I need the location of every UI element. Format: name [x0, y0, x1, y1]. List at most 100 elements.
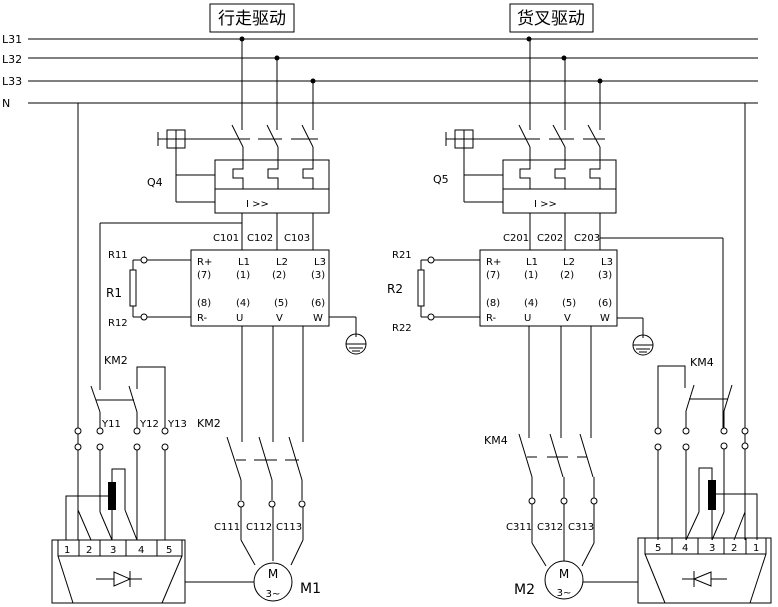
- junction-dot: [561, 55, 567, 61]
- brake-rectifier-2: 5 4 3 2 1: [637, 449, 772, 604]
- motor-label: M2: [514, 582, 535, 598]
- drive-terminal-label: L2: [276, 257, 288, 268]
- braking-resistor-r1: R11 R12 R1: [106, 250, 191, 329]
- drive-terminal-label: W: [313, 313, 323, 324]
- wire-label: C313: [568, 522, 594, 533]
- ground-icon: [345, 333, 367, 355]
- drive-terminal-label: R+: [486, 257, 501, 268]
- brake-coil-icon: [708, 480, 716, 510]
- bus-label-l32: L32: [2, 53, 22, 66]
- inverter-drive-1: R+ L1 L2 L3 (7) (1) (2) (3) (8) (4) (5) …: [190, 249, 330, 327]
- rectifier-terminal-label: 2: [731, 543, 737, 554]
- section-title-box: [209, 3, 295, 33]
- drive-terminal-label: V: [564, 313, 571, 324]
- contactor-label: KM2: [197, 417, 221, 430]
- rectifier-terminal-label: 1: [64, 545, 70, 556]
- drive-terminal-number: (6): [311, 298, 325, 309]
- diode-icon: [682, 571, 727, 587]
- power-bus: L31 L32 L33 N: [2, 33, 758, 110]
- terminal-label: Y13: [167, 419, 187, 430]
- motor-label: M1: [300, 581, 321, 597]
- wire-label: C113: [276, 522, 302, 533]
- rectifier-terminal-label: 3: [110, 545, 116, 556]
- terminal-label: Y11: [101, 419, 121, 430]
- motor-phase: 3~: [266, 589, 281, 600]
- inverter-drive-2: R+ L1 L2 L3 (7) (1) (2) (3) (8) (4) (5) …: [479, 249, 618, 327]
- brake-rectifier-1: 1 2 3 4 5: [51, 450, 254, 604]
- drive-terminal-number: (6): [598, 298, 612, 309]
- drive-terminal-label: U: [524, 313, 531, 324]
- wire-label: C312: [537, 522, 563, 533]
- drive-terminal-number: (2): [272, 270, 286, 281]
- breaker-q5: Q5 I >>: [433, 124, 617, 214]
- contactor-label: KM2: [104, 354, 128, 367]
- wire-label: C103: [284, 233, 310, 244]
- wire-label: C101: [213, 233, 239, 244]
- rectifier-terminal-label: 2: [86, 545, 92, 556]
- drive-terminal-number: (2): [560, 270, 574, 281]
- wire-label: C202: [537, 233, 563, 244]
- drive-terminal-label: W: [600, 313, 610, 324]
- drive-terminal-label: L3: [314, 257, 326, 268]
- drive-terminal-label: R-: [486, 313, 497, 324]
- drive-terminal-label: U: [236, 313, 243, 324]
- contactor-km4-main: KM4 C311 C312 C313: [484, 433, 598, 567]
- rectifier-terminal-label: 5: [655, 543, 661, 554]
- brake-coil-icon: [108, 482, 116, 510]
- junction-dot: [526, 36, 532, 42]
- rectifier-terminal-label: 5: [166, 545, 172, 556]
- braking-resistor-r2: R21 R22 R2: [387, 250, 480, 334]
- drive-terminal-label: V: [276, 313, 283, 324]
- motor-symbol: M: [268, 567, 278, 581]
- section-title: 货叉驱动: [517, 9, 585, 29]
- resistor-terminal-label: R22: [392, 323, 412, 334]
- drive-terminal-label: L3: [601, 257, 613, 268]
- bus-label-l33: L33: [2, 75, 22, 88]
- contactor-label: KM4: [690, 356, 714, 369]
- wire-label: C201: [503, 233, 529, 244]
- drive-terminal-label: L1: [526, 257, 538, 268]
- drive-terminal-number: (7): [486, 270, 500, 281]
- section-fork-drive: 货叉驱动 Q5: [387, 3, 772, 604]
- section-travel-drive: 行走驱动: [51, 3, 367, 604]
- drive-terminal-number: (3): [311, 270, 325, 281]
- breaker-trip-label: I >>: [246, 199, 269, 210]
- rectifier-terminal-label: 1: [753, 543, 759, 554]
- contactor-label: KM4: [484, 434, 508, 447]
- drive-terminal-number: (1): [236, 270, 250, 281]
- contactor-km2-aux: KM2 Y11 Y12 Y13: [74, 354, 187, 540]
- contactor-km4-aux: KM4: [654, 330, 749, 540]
- resistor-label: R1: [106, 286, 122, 300]
- drive-terminal-number: (4): [524, 298, 538, 309]
- drive-terminal-number: (5): [274, 298, 288, 309]
- motor-m1: M 3~ M1: [253, 562, 321, 602]
- breaker-label: Q4: [147, 176, 163, 189]
- rectifier-terminal-label: 4: [138, 545, 144, 556]
- rectifier-terminal-label: 3: [709, 543, 715, 554]
- bus-label-l31: L31: [2, 33, 22, 46]
- drive-terminal-number: (3): [598, 270, 612, 281]
- drive-terminal-number: (7): [197, 270, 211, 281]
- wire-label: C112: [246, 522, 272, 533]
- drive-terminal-label: L2: [563, 257, 575, 268]
- wire-label: C111: [214, 522, 240, 533]
- terminal-label: Y12: [139, 419, 159, 430]
- contactor-km2-main: KM2 C111 C112 C113: [197, 417, 306, 566]
- drive-terminal-number: (1): [524, 270, 538, 281]
- wire-label: C311: [506, 522, 532, 533]
- motor-phase: 3~: [557, 588, 572, 599]
- resistor-label: R2: [387, 282, 403, 296]
- drive-terminal-label: L1: [238, 257, 250, 268]
- bus-label-n: N: [2, 97, 10, 110]
- drive-terminal-number: (5): [562, 298, 576, 309]
- motor-symbol: M: [559, 567, 569, 581]
- drive-terminal-number: (8): [197, 298, 211, 309]
- motor-m2: M 3~ M2: [514, 560, 638, 600]
- drive-terminal-label: R+: [197, 257, 212, 268]
- breaker-trip-label: I >>: [534, 199, 557, 210]
- resistor-terminal-label: R21: [392, 250, 412, 261]
- section-title-box: [509, 3, 594, 33]
- section-title: 行走驱动: [218, 9, 286, 29]
- breaker-q4: Q4 I >>: [147, 124, 330, 214]
